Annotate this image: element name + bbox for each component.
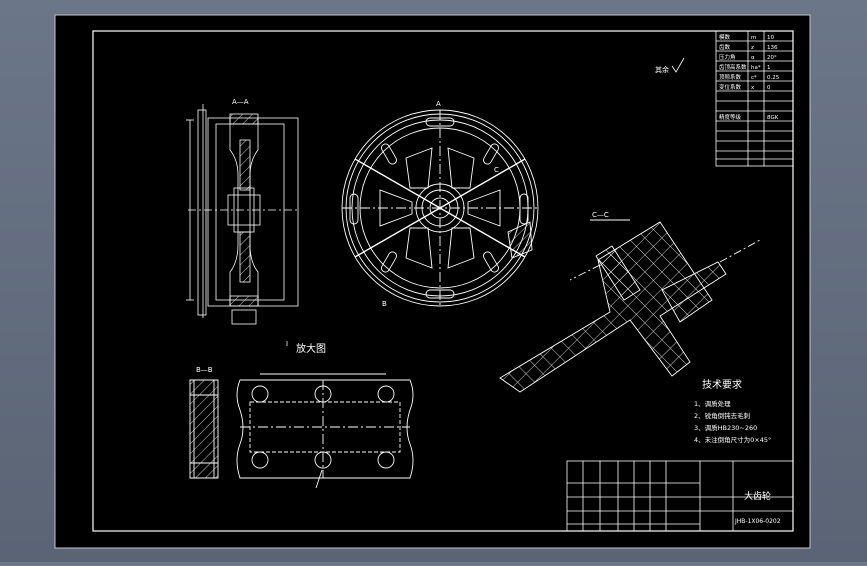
section-b-label: B—B — [196, 366, 213, 374]
param-name: 压力角 — [719, 53, 736, 61]
param-name: 模数 — [719, 33, 731, 41]
detail-label: 放大图 — [296, 342, 326, 355]
part-name: 大齿轮 — [744, 490, 771, 502]
param-name: 精度等级 — [719, 113, 742, 121]
tech-req-item: 3、调质HB230~260 — [694, 423, 757, 432]
roughness-icon — [671, 57, 685, 73]
title-block — [566, 460, 794, 532]
cut-label-b: B — [382, 300, 387, 308]
param-symbol: x — [751, 85, 755, 91]
tech-requirements: 技术要求 1、调质处理 2、锐角倒钝去毛刺 3、调质HB230~260 4、未注… — [694, 378, 771, 444]
param-value: 8GK — [767, 115, 779, 121]
param-symbol: c* — [751, 75, 757, 81]
param-value: 1 — [767, 65, 771, 71]
param-value: 0 — [767, 85, 771, 91]
tech-req-item: 2、锐角倒钝去毛刺 — [694, 411, 750, 420]
param-value: 136 — [767, 45, 778, 51]
section-c-view: C—C — [499, 211, 761, 393]
param-table-text: 模数 m 10 齿数 z 136 压力角 α 20° 齿顶高系数 ha* 1 顶… — [719, 33, 780, 121]
surface-mark: 其余 — [655, 65, 669, 74]
param-value: 0.25 — [767, 75, 780, 81]
param-symbol: z — [751, 45, 754, 51]
param-name: 顶隙系数 — [719, 73, 742, 81]
param-name: 齿数 — [719, 43, 731, 51]
tech-req-item: 1、调质处理 — [694, 399, 731, 408]
section-c-label: C—C — [592, 211, 609, 219]
param-symbol: m — [751, 35, 756, 41]
section-a-label: A—A — [232, 98, 249, 106]
detail-num: I — [286, 340, 288, 348]
param-symbol: α — [751, 55, 755, 61]
param-value: 10 — [767, 35, 774, 41]
plate-view — [236, 373, 414, 489]
param-name: 变位系数 — [719, 83, 742, 91]
param-symbol: ha* — [751, 65, 761, 71]
param-value: 20° — [767, 55, 777, 61]
section-a-view: A—A — [186, 98, 300, 325]
param-table — [715, 30, 794, 167]
section-b-view: B—B — [189, 366, 219, 479]
front-view-gear: A B C — [341, 100, 539, 308]
detail-view: I 放大图 — [286, 340, 326, 355]
cut-label-c: C — [494, 166, 499, 174]
tech-req-item: 4、未注倒角尺寸为0×45° — [694, 435, 771, 444]
tech-req-title: 技术要求 — [702, 378, 742, 391]
cut-label-a: A — [436, 100, 441, 108]
drawing-border — [92, 30, 794, 532]
param-name: 齿顶高系数 — [719, 63, 747, 71]
drawing-number: JHB-1X06-0202 — [734, 518, 781, 525]
